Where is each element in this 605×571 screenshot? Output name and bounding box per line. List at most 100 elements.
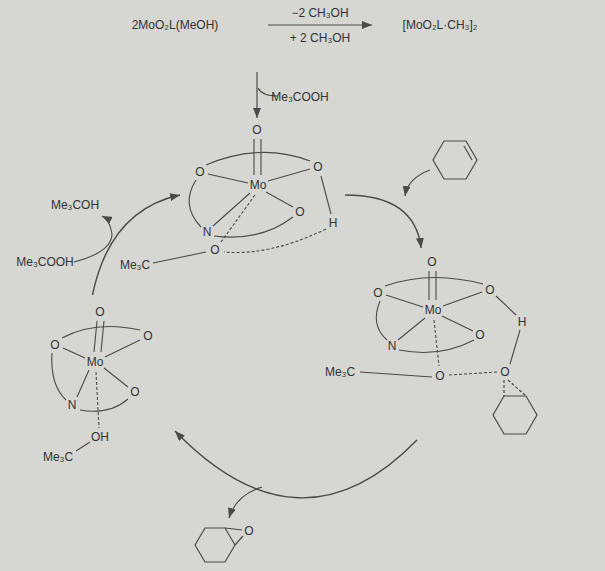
atom-label: OH: [91, 430, 109, 444]
atom-label: O: [130, 385, 139, 399]
complex-structure-part: [189, 180, 201, 227]
atom-label: O: [373, 286, 382, 300]
complex-structure-part: [360, 372, 432, 377]
atom-label: O: [50, 338, 59, 352]
chem-label: Me₃COOH: [16, 255, 74, 269]
complex-structure-part: [442, 316, 473, 331]
complex-structure-part: [214, 217, 293, 237]
complex-structure-part: [104, 368, 128, 387]
cycle-arrow: [175, 431, 417, 498]
complex-structure-part: [510, 330, 520, 364]
complex-structure-part: [385, 277, 483, 286]
complex-structure-part: [268, 169, 310, 181]
metal-symbol: Mo: [425, 303, 442, 317]
complex-structure-part: [62, 326, 140, 338]
chem-label: Me₃C: [120, 258, 150, 272]
complex-structure-part: [224, 229, 326, 253]
complex-structure-part: [94, 321, 97, 352]
complex-structure-part: [434, 320, 439, 366]
complex-structure-part: [266, 192, 293, 207]
chem-label: Me₃C: [43, 450, 73, 464]
atom-label: O: [485, 283, 494, 297]
cyclohexene-ring-part: [433, 141, 477, 179]
complex-structure-part: [321, 176, 331, 214]
atom-label: O: [244, 524, 253, 538]
atom-label: N: [68, 398, 77, 412]
complex-structure-part: [386, 295, 423, 307]
cycle-arrow: [93, 195, 181, 295]
reaction-arrow-part: [268, 24, 372, 25]
complex-structure-part: [153, 252, 206, 263]
complex-structure-part: [101, 321, 104, 352]
complex-structure-part: [435, 271, 436, 300]
exchange-arrow-part: [74, 216, 112, 262]
atom-label: O: [435, 369, 444, 383]
complex-structure-part: [80, 399, 128, 411]
complex-structure-part: [63, 348, 85, 358]
cyclohexene-ring-part: [464, 146, 472, 160]
complex-structure-part: [496, 296, 516, 315]
complex-structure-part: [428, 271, 429, 300]
atom-label: O: [143, 329, 152, 343]
metal-complex: Mo: [180, 118, 345, 258]
chem-label: Me₃COOH: [271, 90, 329, 104]
complex-structure: [360, 271, 520, 377]
complex-structure-part: [77, 370, 89, 397]
atom-label: O: [295, 205, 304, 219]
complex-structure-part: [96, 372, 99, 428]
epoxide-product-part: [235, 536, 243, 545]
exchange-arrow: [74, 216, 112, 262]
chem-label: −2 CH₃OH: [291, 6, 348, 20]
epoxide-ring-part: [508, 380, 526, 396]
complex-structure-part: [449, 372, 497, 375]
chem-label: Me₃C: [325, 365, 355, 379]
chem-label: 2MoO₂L(MeOH): [132, 18, 219, 32]
complex-structure-part: [376, 301, 387, 340]
complex-structure-part: [398, 318, 425, 340]
reaction-arrow: [268, 24, 372, 25]
atom-label: O: [500, 365, 509, 379]
complex-structure-part: [260, 139, 261, 175]
epoxide-product-part: [225, 528, 242, 530]
complex-structure-part: [52, 353, 66, 400]
feed-arrow-part: [256, 72, 257, 118]
chem-label: [MoO₂L·CH₃]₂: [403, 18, 478, 32]
cycle-arrow: [345, 195, 421, 248]
epoxide-ring: [493, 380, 537, 434]
chem-label: + 2 CH₃OH: [290, 31, 351, 45]
atom-label: O: [195, 165, 204, 179]
atom-label: H: [518, 315, 527, 329]
complex-structure-part: [253, 139, 254, 175]
atom-label: O: [427, 255, 436, 269]
epoxide-ring-part: [493, 396, 537, 434]
chem-label: Me₃COH: [51, 198, 99, 212]
metal-symbol: Mo: [250, 178, 267, 192]
complex-structure-part: [76, 442, 90, 451]
cyclohexene-ring-part: [405, 170, 430, 196]
metal-complex: Mo: [335, 248, 540, 440]
complex-structure-part: [221, 195, 255, 242]
epoxide-ring-part: [503, 380, 504, 396]
complex-structure: [153, 139, 331, 263]
complex-structure-part: [206, 152, 310, 165]
atom-label: N: [388, 339, 397, 353]
complex-structure-part: [208, 174, 248, 183]
epoxide-product: [195, 487, 262, 562]
epoxide-product-part: [229, 487, 262, 518]
atom-label: O: [475, 328, 484, 342]
complex-structure: [52, 321, 140, 451]
complex-structure-part: [105, 340, 140, 357]
complex-structure-part: [399, 340, 474, 352]
atom-label: N: [203, 225, 212, 239]
atom-label: H: [329, 216, 338, 230]
atom-label: O: [252, 123, 261, 137]
cyclohexene-ring: [405, 141, 477, 196]
atom-label: O: [95, 305, 104, 319]
atom-label: O: [313, 160, 322, 174]
epoxide-product-part: [195, 528, 235, 562]
metal-complex: Mo: [25, 295, 175, 465]
complex-structure-part: [443, 292, 482, 306]
metal-symbol: Mo: [87, 355, 104, 369]
